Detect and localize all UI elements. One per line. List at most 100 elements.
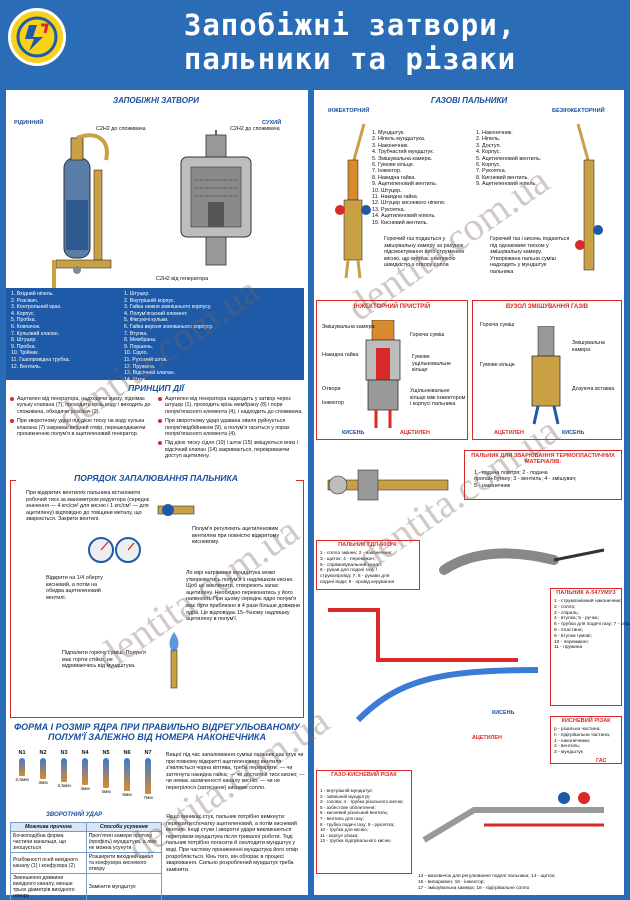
oxygen-cutter-title: КИСНЕВИЙ РІЗАК [561, 718, 611, 724]
liquid-part-item: 4. Корпус. [11, 310, 35, 317]
a547-frame [550, 588, 622, 706]
liquid-part-item: 2. Розсікач. [11, 297, 39, 304]
bullet-dot-icon [10, 419, 14, 424]
flame-nozzle: N2 3мм [33, 750, 53, 810]
flame-nozzle-number: N5 [102, 750, 110, 756]
injector-part-item: 6. Гумове кільце. [372, 162, 415, 169]
table-cell: Замінити мундштук [85, 873, 163, 900]
mix-label-ring: Гумове кільце [480, 362, 515, 368]
dry-part-item: 2. Внутрішній корпус. [123, 297, 176, 304]
a547-item: 2 - сопло; [554, 604, 576, 610]
ignition-step-3: Відкрити на 1/4 оберту кисневий, а потім… [46, 575, 103, 601]
bullet-text: Ацетилен від генератора надходить у затв… [165, 396, 303, 415]
gaskys-items-list: 1 - внутрішній мундштук;2 - зовнішній му… [320, 788, 404, 844]
noninjector-part-item: 2. Ніпель. [476, 136, 501, 143]
mixing-unit-frame [472, 300, 622, 440]
gaskys-item: 2 - зовнішній мундштук; [320, 793, 371, 799]
injector-part-item: 12. Штуцер кисневого ніпеля. [372, 200, 446, 207]
gaskys-item: 3 - голова; 4 - трубка різального кисню; [320, 799, 404, 805]
a547-item: 8 - пластина; [554, 627, 583, 633]
thermo-item: 5 - наконечник [474, 482, 511, 489]
gaskys-item: 5 - азбестове обплетення; [320, 804, 376, 810]
liquid-part-item: 9. Пробка. [11, 343, 36, 350]
a547-item: 9 - втулки гумові; [554, 633, 592, 639]
flame-nozzle-number: N2 [39, 750, 47, 756]
liquid-label: РІДИННИЙ [14, 120, 44, 126]
flame-core-size: 4мм [101, 790, 111, 795]
dry-part-item: 9. Поршень. [123, 343, 154, 350]
nozzle-flame-icon [61, 758, 67, 782]
nozzle-flame-icon [103, 758, 109, 788]
oxygen-cutter-item: 1 - наконечники; [554, 738, 591, 744]
table-header-cause: Можлива причина [10, 822, 87, 832]
flame-core-size: 6мм [122, 793, 132, 798]
backfire-title: ЗВОРОТНИЙ УДАР [46, 812, 103, 818]
gaskys-item: 7 - вентиль для газу; [320, 815, 364, 821]
inj-label-holes: Отвори [322, 386, 341, 392]
table-cell: Розширити вихідний канал та конфузора ки… [85, 852, 163, 874]
bullet-dot-icon [158, 441, 162, 446]
oxygen-cutter-item: 3 - мундштук [554, 750, 583, 756]
flame-nozzle-number: N1 [18, 750, 26, 756]
injector-description: Горючий газ подається у змішувальну каме… [384, 236, 464, 269]
oxygen-cutter-items-list: р - різальна частина;п - підігрівальна ч… [554, 727, 610, 756]
gdp-item: подачі води; 9 - провід керування [320, 579, 395, 585]
thermo-item: 1 - подача повітря; 2 - подача [474, 470, 548, 476]
liquid-part-item: 1. Вхідний ніпель. [11, 291, 54, 297]
mixing-unit-drawing [531, 326, 561, 425]
gdp-item: 3 - щиток; 4 - перемикач; [320, 556, 376, 562]
backfire-text-2: Якщо виникає стук, пальник потрібно вимк… [166, 814, 299, 873]
bullet-dot-icon [158, 419, 162, 424]
a547-item: 4 - втулка; 5 - ручка; [554, 616, 599, 622]
flame-core-size: 4мм [80, 787, 90, 792]
a547-item: 11 - пружина [554, 645, 583, 651]
inj-label-acetylene: АЦЕТИЛЕН [400, 430, 430, 436]
injector-parts-list: 1. Мундштук.2. Ніпель мундштука.3. Након… [372, 130, 445, 226]
ignition-step-2: Полум'я регулюють ацетиленовим вентилем … [192, 526, 280, 546]
nozzle-flame-icon [82, 758, 88, 785]
a547-torch-drawing [328, 608, 539, 723]
gaskys-title: ГАЗО-КИСНЕВИЙ РІЗАК [331, 772, 397, 778]
dry-part-item: 10. Сідло. [123, 350, 148, 357]
gaskys-item: 12 - трубка підігрівального кисню [320, 838, 391, 844]
kisen-label: КИСЕНЬ [492, 710, 515, 716]
noninjector-part-item: 1. Наконечник. [476, 130, 513, 136]
noninjector-part-item: 4. Корпус. [476, 149, 501, 156]
bullet-text: При зворотному ударі під дією тиску на в… [17, 418, 146, 438]
liquid-part-item: 8. Штуцер. [11, 337, 37, 344]
acetylen-label: АЦЕТИЛЕН [472, 735, 502, 741]
principle-right-list: Ацетилен від генератора надходить у затв… [158, 396, 304, 463]
oxygen-cutter-item: п - підігрівальна частина; [554, 732, 611, 738]
inj-label-injector: Інжектор [322, 400, 344, 406]
cause-remedy-table: Можлива причина Способи усунення Бочкопо… [10, 822, 163, 900]
ignition-step-4: Ло мірі нагрівання мундштука можо утворю… [186, 570, 300, 623]
bottom-item: 15 - випарювач; 16 - інжектор; [418, 879, 485, 885]
parts-legend-box: 1. Вхідний ніпель.2. Розсікач.3. Контрол… [6, 288, 304, 383]
inj-label-nut: Накидна гайка [322, 352, 359, 358]
injector-part-item: 10. Штуцер. [372, 187, 402, 194]
a547-items-list: 1 - струмознімний наконечник;2 - сопло;3… [554, 599, 630, 651]
principle-bullet: При зворотному ударі удавана хвиля руйну… [158, 418, 304, 437]
injector-part-item: 9. Ацетиленовий вентиль. [372, 181, 438, 188]
injector-part-item: 11. Накидна гайка. [372, 194, 419, 201]
principle-bullet: Під дією тиску сідло (10) і шток (15) зм… [158, 440, 304, 459]
inj-label-seal: Ущільнювальне кільце між інжектором і ко… [410, 388, 466, 408]
liquid-part-item: 7. Кульовий клапан. [11, 330, 60, 337]
table-cell: Розбіжності осей вихідного каналу (1) і … [10, 852, 87, 874]
dry-part-item: 11. Рухомий шток. [123, 356, 168, 363]
flame-torch-icon [169, 632, 179, 689]
liquid-part-item: 11. Газопровідна трубка. [11, 356, 71, 363]
nozzle-flame-icon [124, 758, 130, 791]
injector-device-title: ІНЖЕКТОРНИЙ ПРИСТРІЙ [353, 304, 431, 310]
flame-core-size: 3мм [38, 781, 48, 786]
inj-label-fuel-mix: Горюча суміш [410, 332, 445, 338]
noninjector-part-item: 6. Корпус. [476, 162, 501, 169]
gdp-items-list: 1 - сопло змінне; 2 - наконечник;3 - щит… [320, 551, 394, 586]
gdp-torch-drawing [439, 548, 605, 575]
noninjector-part-item: 3. Доступ. [476, 142, 502, 149]
flame-nozzle-number: N3 [60, 750, 68, 756]
